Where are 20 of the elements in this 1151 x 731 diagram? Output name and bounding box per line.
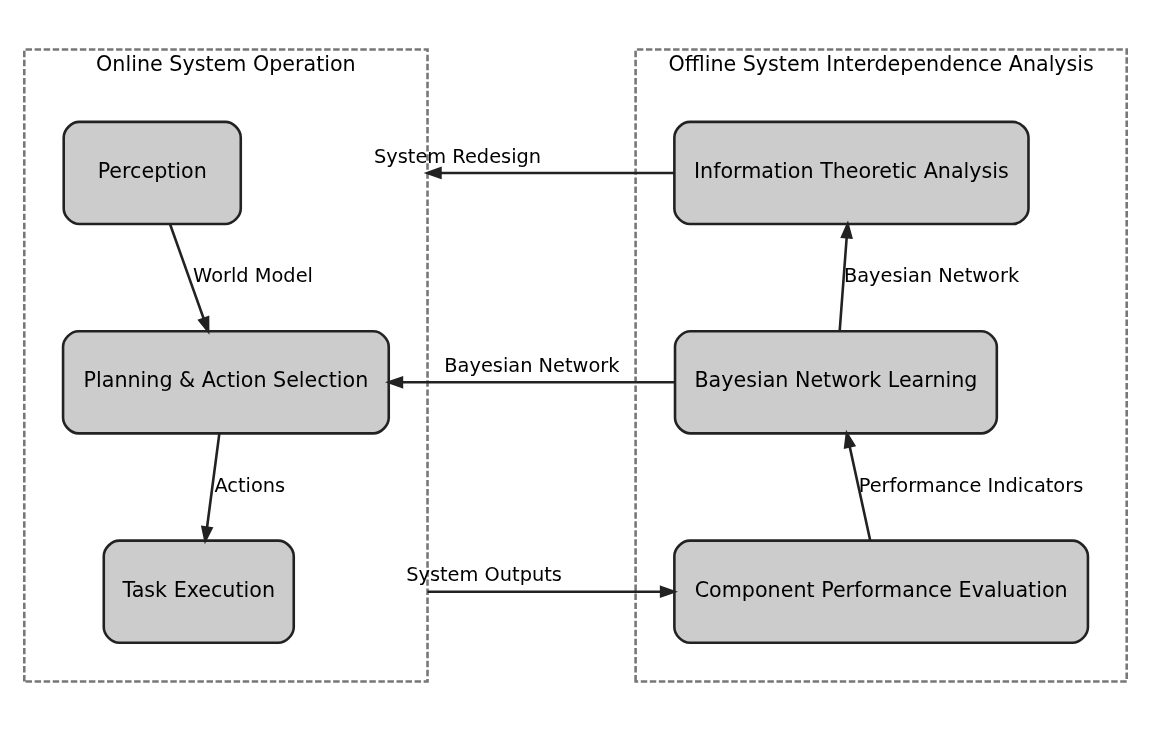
node-box: Information Theoretic Analysis (673, 120, 1030, 226)
arrow (200, 433, 221, 545)
arrow (168, 223, 210, 335)
edge-label: Bayesian Network (843, 264, 1020, 288)
node-box: Perception (62, 120, 243, 226)
arrow (423, 166, 675, 180)
edge-label: Actions (214, 473, 286, 497)
arrow (427, 585, 678, 598)
edge-label: System Redesign (373, 144, 542, 168)
node-box: Bayesian Network Learning (673, 329, 999, 435)
edge-label: World Model (193, 264, 313, 288)
arrow (843, 429, 872, 541)
node-box: Component Performance Evaluation (673, 539, 1090, 644)
edge-label: System Outputs (406, 563, 562, 587)
arrow (838, 220, 853, 332)
edge-label: Performance Indicators (858, 473, 1084, 497)
node-box: Planning & Action Selection (61, 329, 391, 435)
arrow (385, 375, 675, 389)
node-box: Task Execution (102, 539, 296, 644)
edge-label: Bayesian Network (444, 353, 620, 377)
